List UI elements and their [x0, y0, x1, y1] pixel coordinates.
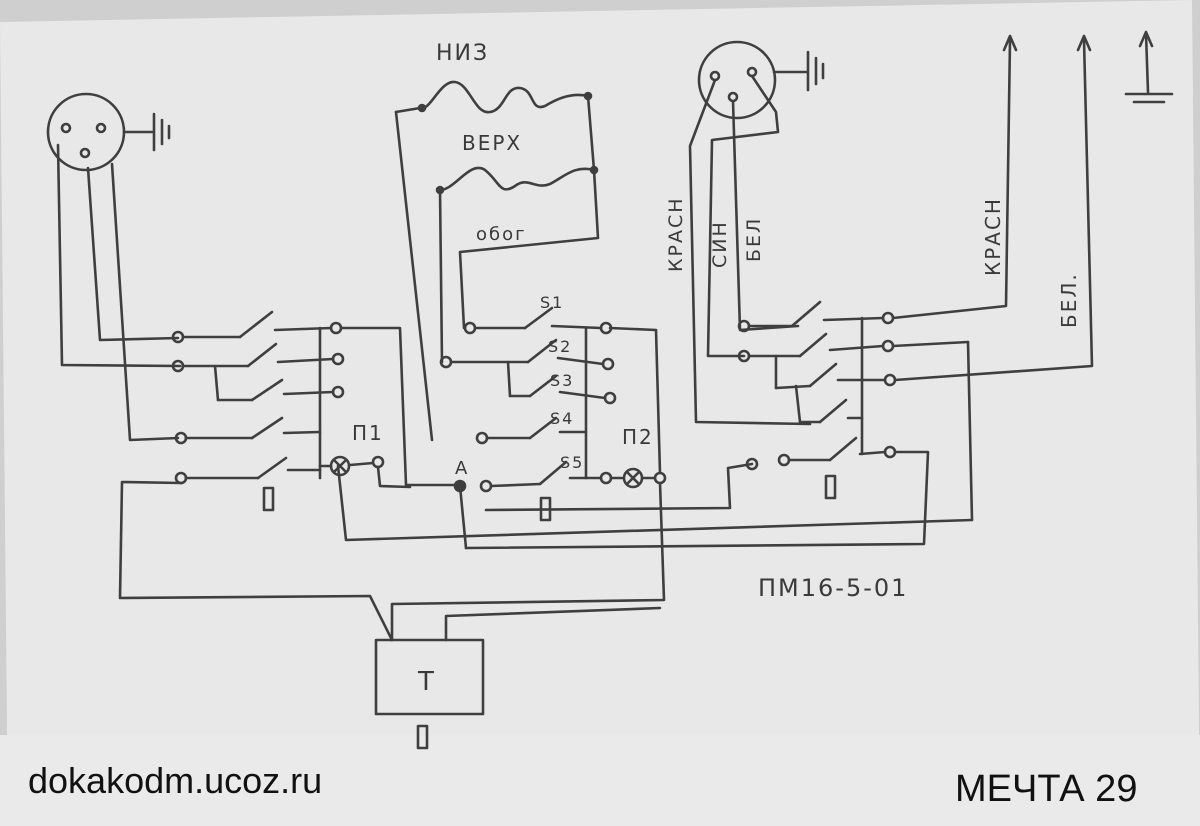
node-a: [453, 479, 468, 550]
label-s2: S2: [548, 337, 572, 356]
heater-niz: [394, 80, 596, 442]
brand-label: МЕЧТА 29: [955, 768, 1138, 810]
transformer-box: [374, 638, 485, 750]
label-s3: S3: [550, 371, 574, 390]
heater-obog-wire: [458, 168, 600, 330]
switch-block-3: [737, 300, 897, 500]
left-socket-wires: [56, 143, 182, 442]
label-s5: S5: [560, 453, 584, 472]
label-krasn-right: КРАСН: [981, 197, 1005, 276]
bottom-wiring: [118, 326, 974, 642]
left-ground-symbol: [122, 112, 171, 152]
switch-block-2: [439, 306, 617, 522]
right-ground-symbol: [772, 50, 825, 92]
antenna-outputs: [891, 30, 1174, 522]
switch-block-1: [171, 310, 345, 512]
label-bel-left: БЕЛ: [743, 217, 765, 262]
label-s4: S4: [550, 409, 574, 428]
heater-verh: [435, 165, 599, 364]
label-verh: ВЕРХ: [462, 131, 522, 155]
bus-wires-1: [339, 326, 460, 489]
label-s1: S1: [540, 293, 564, 312]
label-p2: П2: [622, 425, 654, 449]
label-sin: СИН: [709, 220, 731, 268]
label-switch-model: ПМ16-5-01: [758, 574, 908, 602]
label-obog: обог: [476, 224, 527, 245]
label-node-a: A: [455, 458, 469, 479]
label-niz: НИЗ: [436, 41, 489, 66]
label-krasn-left: КРАСН: [665, 197, 687, 273]
footer-band: [0, 735, 1200, 826]
site-url: dokakodm.ucoz.ru: [28, 760, 323, 801]
label-p1: П1: [352, 421, 384, 445]
label-transformer: T: [417, 667, 436, 697]
label-bel-right: БЕЛ.: [1057, 272, 1081, 328]
